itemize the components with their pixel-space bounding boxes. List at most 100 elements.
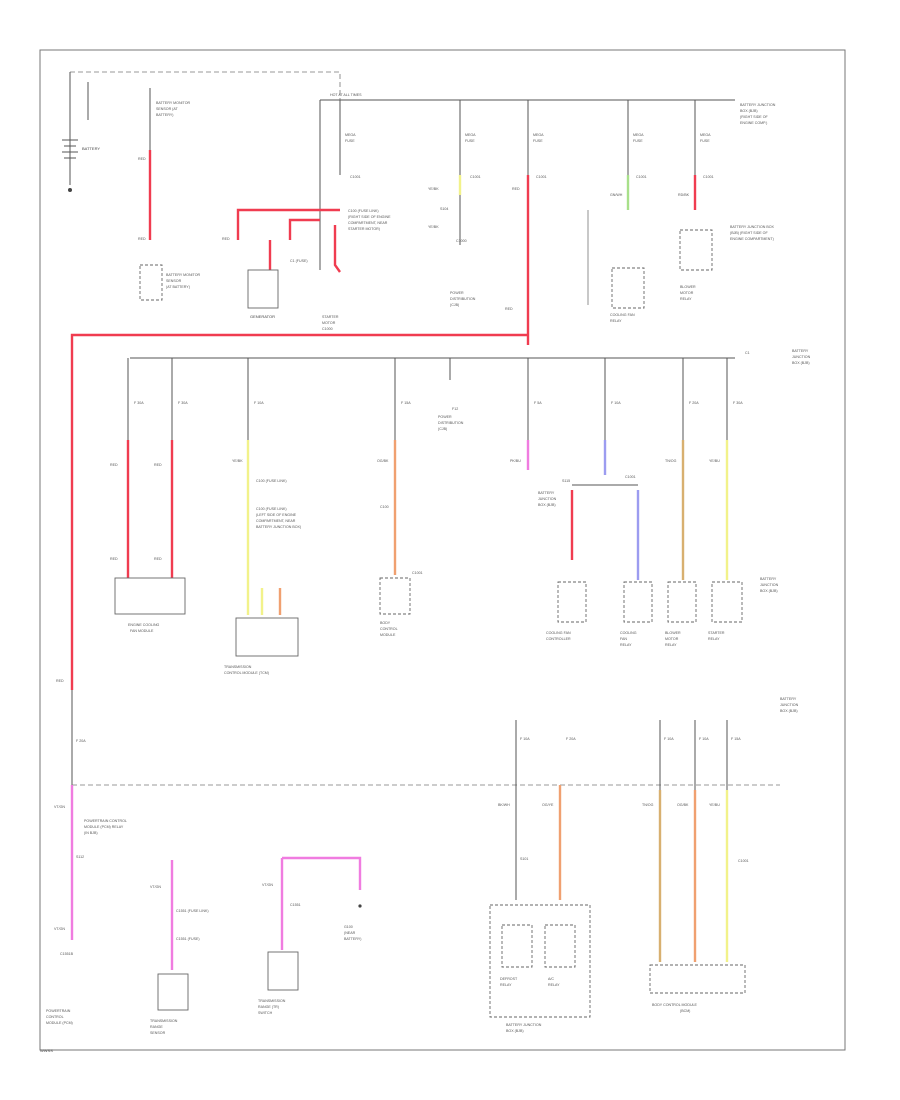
svg-text:BATTERY JUNCTION BOX): BATTERY JUNCTION BOX) bbox=[256, 525, 301, 529]
svg-text:BATTERY JUNCTION BOX: BATTERY JUNCTION BOX bbox=[730, 225, 775, 229]
svg-text:RELAY: RELAY bbox=[620, 643, 632, 647]
svg-text:COMPARTMENT, NEAR: COMPARTMENT, NEAR bbox=[348, 221, 388, 225]
svg-text:S112: S112 bbox=[76, 855, 84, 859]
svg-text:RELAY: RELAY bbox=[548, 983, 560, 987]
svg-text:BOX (BJB): BOX (BJB) bbox=[538, 503, 556, 507]
svg-text:MODULE (PCM) RELAY: MODULE (PCM) RELAY bbox=[84, 825, 124, 829]
svg-text:DISTRIBUTION: DISTRIBUTION bbox=[438, 421, 464, 425]
svg-text:RED: RED bbox=[56, 679, 64, 683]
svg-text:DISTRIBUTION: DISTRIBUTION bbox=[450, 297, 476, 301]
svg-text:VT/GN: VT/GN bbox=[262, 883, 273, 887]
svg-text:STARTER MOTOR): STARTER MOTOR) bbox=[348, 227, 380, 231]
svg-text:(NEAR: (NEAR bbox=[344, 931, 356, 935]
svg-text:C100 (FUSE LINK): C100 (FUSE LINK) bbox=[348, 209, 379, 213]
svg-text:ENGINE COOLING: ENGINE COOLING bbox=[128, 623, 160, 627]
svg-text:MEGA: MEGA bbox=[465, 133, 476, 137]
svg-text:C100: C100 bbox=[380, 505, 389, 509]
svg-text:F 15A: F 15A bbox=[731, 737, 741, 741]
svg-text:C1001: C1001 bbox=[625, 475, 636, 479]
svg-text:BOX (BJB): BOX (BJB) bbox=[506, 1029, 524, 1033]
svg-text:BK/WH: BK/WH bbox=[498, 803, 510, 807]
svg-text:YE/BK: YE/BK bbox=[232, 459, 243, 463]
svg-text:RED: RED bbox=[138, 237, 146, 241]
diagram-border bbox=[39, 49, 846, 1051]
svg-text:BATTERY: BATTERY bbox=[760, 577, 777, 581]
svg-text:C1001: C1001 bbox=[470, 175, 481, 179]
svg-text:BODY CONTROL MODULE: BODY CONTROL MODULE bbox=[652, 1003, 698, 1007]
svg-text:TN/OG: TN/OG bbox=[642, 803, 654, 807]
svg-text:STARTER: STARTER bbox=[708, 631, 725, 635]
svg-text:BATTERY): BATTERY) bbox=[344, 937, 361, 941]
svg-text:F 5A: F 5A bbox=[534, 401, 542, 405]
svg-text:BOX (BJB): BOX (BJB) bbox=[740, 109, 758, 113]
svg-text:TN/OG: TN/OG bbox=[665, 459, 677, 463]
svg-text:C1001: C1001 bbox=[412, 571, 423, 575]
svg-text:TRANSMISSION: TRANSMISSION bbox=[224, 665, 252, 669]
svg-text:CONTROLLER: CONTROLLER bbox=[546, 637, 571, 641]
svg-text:JUNCTION: JUNCTION bbox=[780, 703, 799, 707]
svg-text:BATTERY: BATTERY bbox=[780, 697, 797, 701]
svg-text:F 30A: F 30A bbox=[134, 401, 144, 405]
transmission-control-module bbox=[235, 617, 299, 657]
svg-text:BATTERY: BATTERY bbox=[792, 349, 809, 353]
svg-text:C1551B: C1551B bbox=[60, 952, 74, 956]
svg-text:C1000: C1000 bbox=[322, 327, 333, 331]
svg-text:SENSOR: SENSOR bbox=[166, 279, 182, 283]
svg-text:RANGE: RANGE bbox=[150, 1025, 163, 1029]
svg-text:BATTERY MONITOR: BATTERY MONITOR bbox=[166, 273, 200, 277]
svg-text:(RIGHT SIDE OF: (RIGHT SIDE OF bbox=[740, 115, 768, 119]
svg-text:COOLING: COOLING bbox=[620, 631, 637, 635]
svg-text:F 10A: F 10A bbox=[611, 401, 621, 405]
svg-text:C1551 (FUSE): C1551 (FUSE) bbox=[176, 937, 200, 941]
svg-text:BATTERY): BATTERY) bbox=[156, 113, 173, 117]
svg-text:C100 (FUSE LINK): C100 (FUSE LINK) bbox=[256, 507, 287, 511]
wire-red-left-feed bbox=[70, 333, 528, 690]
svg-text:BLOWER: BLOWER bbox=[680, 285, 696, 289]
battery-label: BATTERY bbox=[82, 146, 100, 151]
svg-text:OG/YE: OG/YE bbox=[542, 803, 554, 807]
svg-text:(IN BJB): (IN BJB) bbox=[84, 831, 98, 835]
svg-text:PK/BU: PK/BU bbox=[510, 459, 521, 463]
svg-text:F12: F12 bbox=[452, 407, 458, 411]
svg-text:(LEFT SIDE OF ENGINE: (LEFT SIDE OF ENGINE bbox=[256, 513, 297, 517]
body-control-module bbox=[649, 964, 746, 994]
svg-text:RELAY: RELAY bbox=[708, 637, 720, 641]
svg-text:F 30A: F 30A bbox=[178, 401, 188, 405]
svg-text:MEGA: MEGA bbox=[700, 133, 711, 137]
svg-text:FUSE: FUSE bbox=[465, 139, 475, 143]
svg-text:RED: RED bbox=[154, 463, 162, 467]
svg-text:GN/WH: GN/WH bbox=[610, 193, 623, 197]
svg-text:MODULE: MODULE bbox=[380, 633, 396, 637]
svg-text:DEFROST: DEFROST bbox=[500, 977, 518, 981]
svg-text:C1001: C1001 bbox=[703, 175, 714, 179]
svg-text:(AT BATTERY): (AT BATTERY) bbox=[166, 285, 190, 289]
svg-text:S101: S101 bbox=[520, 857, 528, 861]
svg-text:RED: RED bbox=[505, 307, 513, 311]
svg-text:MOTOR: MOTOR bbox=[680, 291, 694, 295]
svg-text:RELAY: RELAY bbox=[610, 319, 622, 323]
svg-text:A/C: A/C bbox=[548, 977, 554, 981]
svg-text:C1001: C1001 bbox=[738, 859, 749, 863]
svg-text:BATTERY MONITOR: BATTERY MONITOR bbox=[156, 101, 190, 105]
svg-text:F 10A: F 10A bbox=[664, 737, 674, 741]
svg-text:JUNCTION: JUNCTION bbox=[538, 497, 557, 501]
generator bbox=[247, 269, 279, 309]
svg-text:MODULE (PCM): MODULE (PCM) bbox=[46, 1021, 73, 1025]
svg-text:(BCM): (BCM) bbox=[680, 1009, 690, 1013]
svg-text:C1 (FUSE): C1 (FUSE) bbox=[290, 259, 308, 263]
svg-text:POWERTRAIN: POWERTRAIN bbox=[46, 1009, 71, 1013]
svg-text:MEGA: MEGA bbox=[345, 133, 356, 137]
svg-text:RD/BK: RD/BK bbox=[678, 193, 690, 197]
svg-text:MEGA: MEGA bbox=[533, 133, 544, 137]
footer-code: WWSS bbox=[40, 1048, 53, 1053]
svg-text:F 30A: F 30A bbox=[733, 401, 743, 405]
svg-text:VT/GN: VT/GN bbox=[54, 927, 65, 931]
svg-text:ENGINE COMPARTMENT): ENGINE COMPARTMENT) bbox=[730, 237, 774, 241]
svg-text:BOX (BJB): BOX (BJB) bbox=[792, 361, 810, 365]
generator-label: GENERATOR bbox=[250, 314, 275, 319]
svg-text:CONTROL MODULE (TCM): CONTROL MODULE (TCM) bbox=[224, 671, 269, 675]
svg-text:RELAY: RELAY bbox=[665, 643, 677, 647]
svg-text:F 20A: F 20A bbox=[566, 737, 576, 741]
svg-text:C1551 (FUSE LINK): C1551 (FUSE LINK) bbox=[176, 909, 209, 913]
